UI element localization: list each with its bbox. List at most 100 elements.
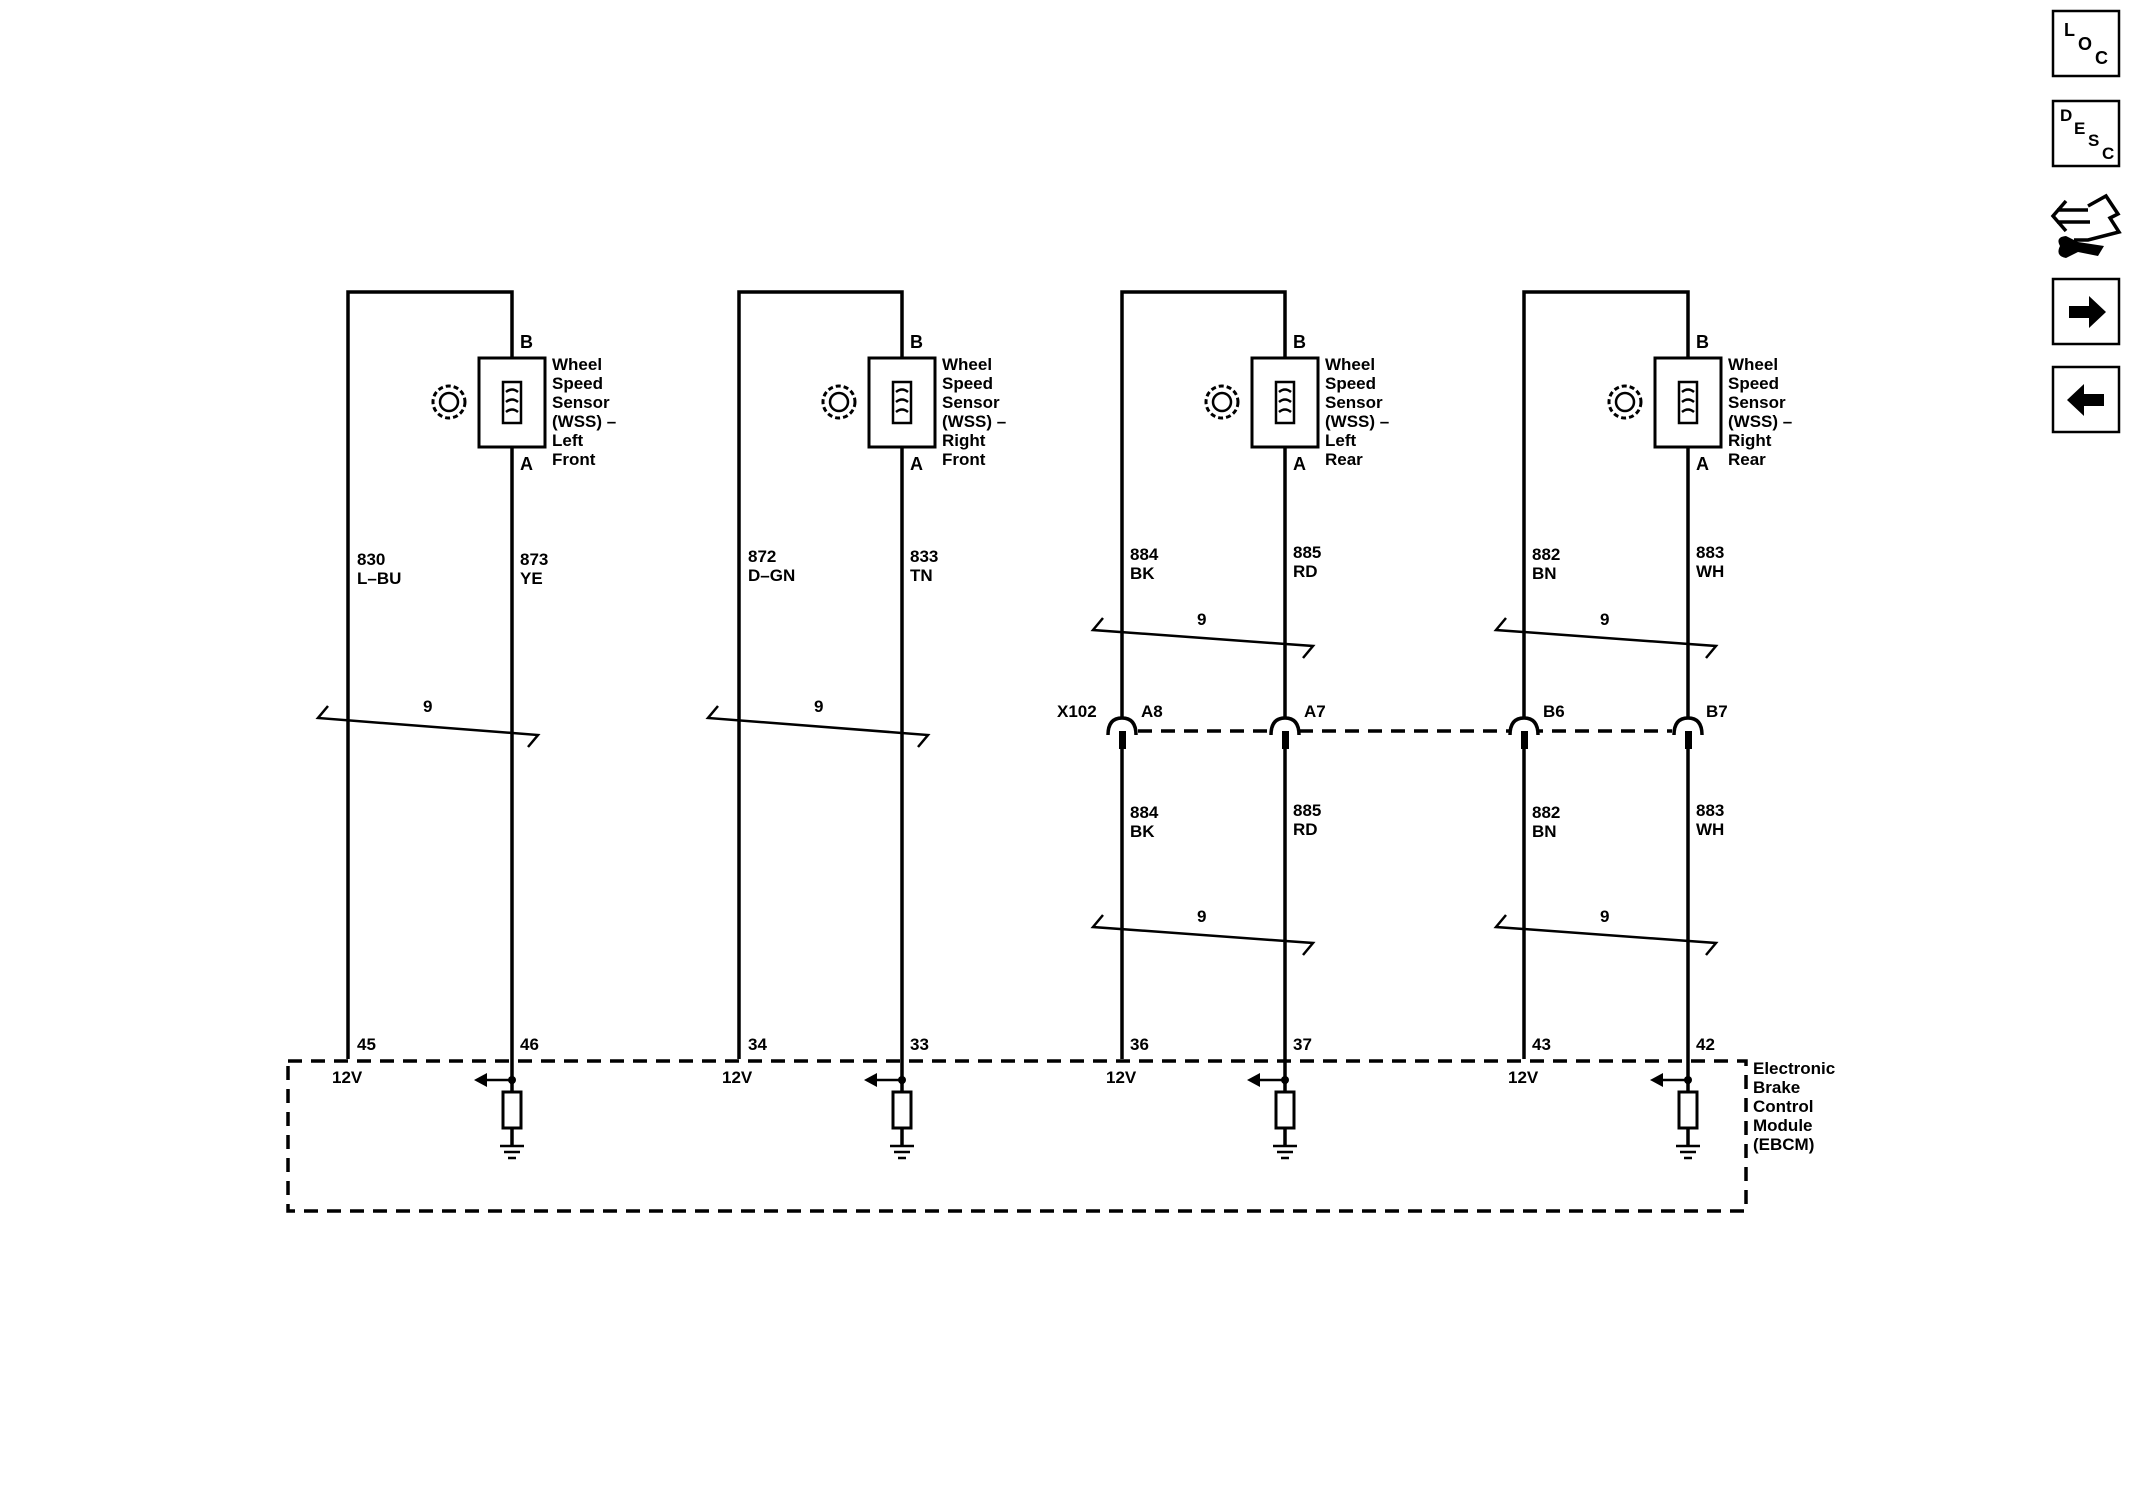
sensor-coil xyxy=(1677,380,1699,425)
sensor-coil xyxy=(501,380,523,425)
wire-882-loop xyxy=(1522,290,1690,1059)
twisted-pair-symbol: 9 xyxy=(1493,610,1719,659)
circuit-label: 885 xyxy=(1293,801,1321,820)
tone-ring-icon xyxy=(431,384,467,420)
sensor-name-line: Speed xyxy=(1325,374,1376,393)
sensor-pin-top: B xyxy=(1293,332,1306,352)
sensor-coil xyxy=(891,380,913,425)
sensor-name-line: Sensor xyxy=(1728,393,1786,412)
desc-letter: D xyxy=(2060,106,2072,125)
wire-group xyxy=(346,290,1690,1084)
wire-color-label: RD xyxy=(1293,562,1318,581)
circuit-label: 884 xyxy=(1130,803,1159,822)
sensor-name-line: Sensor xyxy=(552,393,610,412)
connector-terminal xyxy=(1269,716,1301,749)
coil-mark xyxy=(895,388,909,414)
supply-voltage-label: 12V xyxy=(1508,1068,1539,1087)
coil-mark xyxy=(1681,388,1695,414)
sensor-coil xyxy=(1274,380,1296,425)
description-button[interactable]: D E S C xyxy=(2051,99,2121,168)
sensor-name-line: Right xyxy=(1728,431,1772,450)
wire-color-label: BN xyxy=(1532,564,1557,583)
module-name-line: (EBCM) xyxy=(1753,1135,1814,1154)
supply-voltage-label: 12V xyxy=(722,1068,753,1087)
arrow-left-icon xyxy=(2067,384,2104,416)
loc-letter: L xyxy=(2064,20,2075,40)
signal-input-circuit xyxy=(1247,1073,1297,1160)
module-name-line: Module xyxy=(1753,1116,1813,1135)
ground-icon xyxy=(1273,1144,1297,1160)
twist-label: 9 xyxy=(1600,610,1609,629)
wire-830-loop xyxy=(346,290,514,1059)
resistor xyxy=(501,1090,523,1130)
circuit-label: 872 xyxy=(748,547,776,566)
sensor-name-line: Sensor xyxy=(1325,393,1383,412)
service-procedure-icon[interactable] xyxy=(2050,193,2122,258)
circuit-label: 882 xyxy=(1532,545,1560,564)
previous-page-button[interactable] xyxy=(2051,365,2121,434)
tone-ring-icon xyxy=(821,384,857,420)
sensor-name-line: Right xyxy=(942,431,986,450)
sensor-pin-bottom: A xyxy=(520,454,533,474)
coil-mark xyxy=(505,388,519,414)
arrow-right-icon xyxy=(2069,296,2106,328)
sensor-name-line: Left xyxy=(1325,431,1357,450)
loc-letter: O xyxy=(2078,34,2092,54)
twist-label: 9 xyxy=(1197,907,1206,926)
sensor-pin-top: B xyxy=(520,332,533,352)
sensor-name-line: (WSS) – xyxy=(552,412,616,431)
module-name-line: Electronic xyxy=(1753,1059,1835,1078)
sensor-pin-bottom: A xyxy=(1293,454,1306,474)
module-name-line: Control xyxy=(1753,1097,1813,1116)
wire-color-label: RD xyxy=(1293,820,1318,839)
connector-terminal xyxy=(1672,716,1704,749)
module-name-line: Brake xyxy=(1753,1078,1800,1097)
location-button[interactable]: L O C xyxy=(2051,9,2121,78)
twist-label: 9 xyxy=(1197,610,1206,629)
connector-pin: A7 xyxy=(1304,702,1326,721)
connector-name: X102 xyxy=(1057,702,1097,721)
supply-voltage-label: 12V xyxy=(332,1068,363,1087)
sensor-name-line: (WSS) – xyxy=(942,412,1006,431)
sensor-name: Wheel Speed Sensor (WSS) – Left Rear xyxy=(1325,355,1394,469)
wire-color-label: D–GN xyxy=(748,566,795,585)
sensor-name-line: Wheel xyxy=(1325,355,1375,374)
sensor-name-line: (WSS) – xyxy=(1325,412,1389,431)
sensor-right-front: B A Wheel Speed Sensor (WSS) – Right Fro… xyxy=(821,332,1006,474)
twist-label: 9 xyxy=(1600,907,1609,926)
desc-letter: C xyxy=(2102,144,2114,163)
ground-icon xyxy=(890,1144,914,1160)
tone-ring-icon xyxy=(1204,384,1240,420)
twisted-pair-symbol: 9 xyxy=(315,697,541,748)
module-pin: 45 xyxy=(357,1035,376,1054)
module-pin: 43 xyxy=(1532,1035,1551,1054)
module-boundary xyxy=(286,1059,1748,1213)
resistor xyxy=(891,1090,913,1130)
module-pin: 46 xyxy=(520,1035,539,1054)
sensor-name-line: Speed xyxy=(942,374,993,393)
sensor-name-line: Speed xyxy=(1728,374,1779,393)
next-page-button[interactable] xyxy=(2051,277,2121,346)
wire-color-label: WH xyxy=(1696,562,1724,581)
signal-input-circuit xyxy=(474,1073,524,1160)
twisted-pair-symbol: 9 xyxy=(1090,610,1316,659)
wire-color-label: L–BU xyxy=(357,569,401,588)
sensor-name-line: Rear xyxy=(1325,450,1363,469)
circuit-label: 873 xyxy=(520,550,548,569)
module-pin: 36 xyxy=(1130,1035,1149,1054)
wire-872-loop xyxy=(737,290,904,1059)
sensor-name-line: Speed xyxy=(552,374,603,393)
module-pin: 33 xyxy=(910,1035,929,1054)
upper-circuit-labels: 830 L–BU 873 YE 872 D–GN 833 TN 884 BK 8… xyxy=(357,543,1724,588)
sensor-right-rear: B A Wheel Speed Sensor (WSS) – Right Rea… xyxy=(1607,332,1792,474)
wire-color-label: BK xyxy=(1130,564,1155,583)
connector-pin: B6 xyxy=(1543,702,1565,721)
module-pin: 37 xyxy=(1293,1035,1312,1054)
signal-input-circuit xyxy=(864,1073,914,1160)
circuit-label: 882 xyxy=(1532,803,1560,822)
desc-letter: E xyxy=(2074,119,2085,138)
circuit-label: 830 xyxy=(357,550,385,569)
circuit-label: 883 xyxy=(1696,801,1724,820)
ground-icon xyxy=(1676,1144,1700,1160)
sensor-name-line: (WSS) – xyxy=(1728,412,1792,431)
